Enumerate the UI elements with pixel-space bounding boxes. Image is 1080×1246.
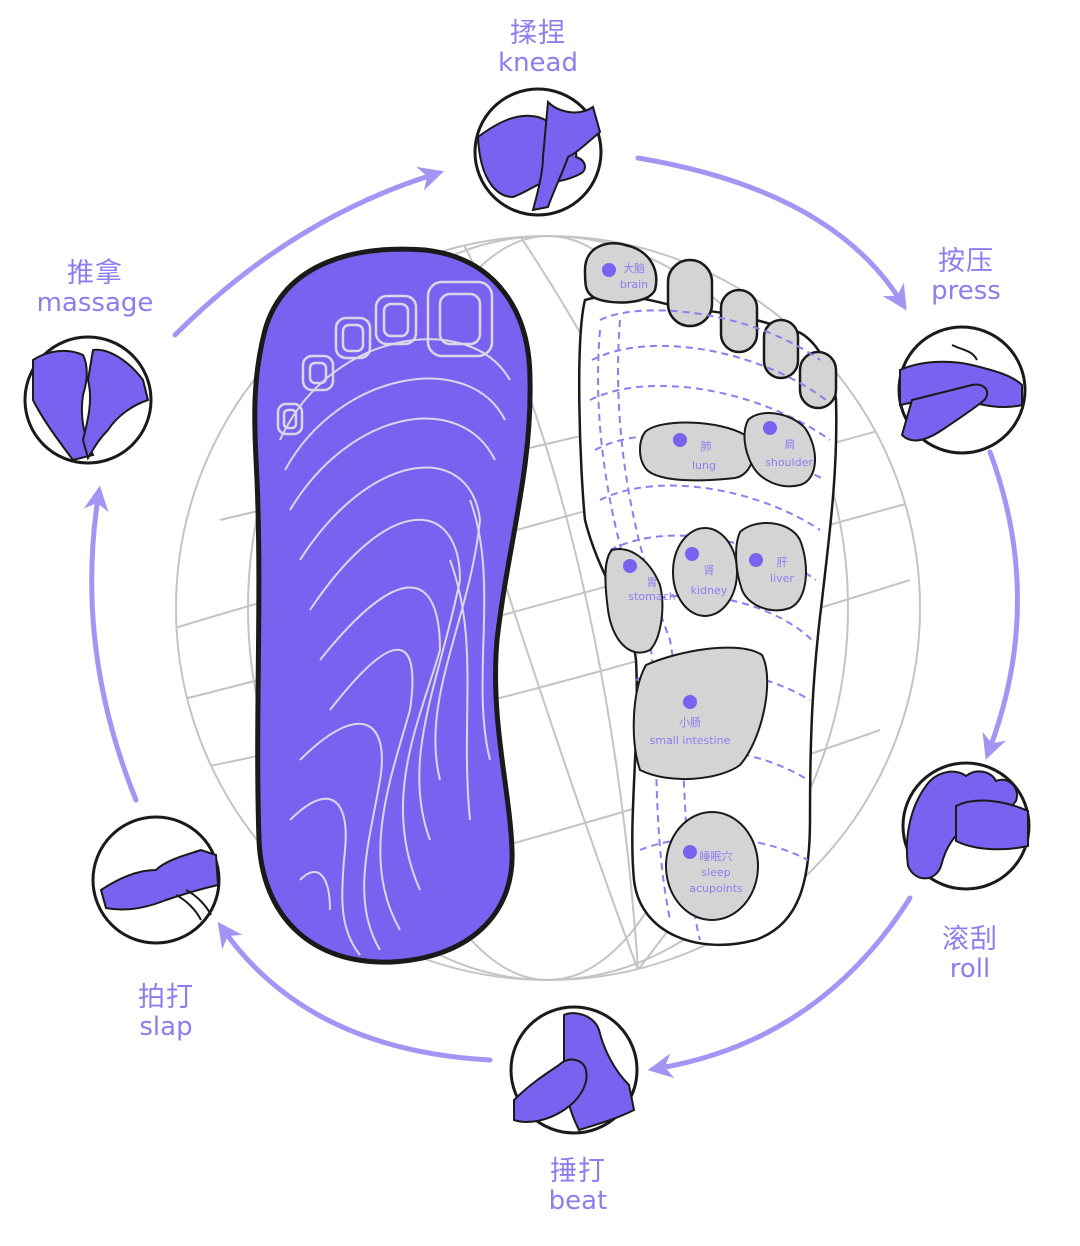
label-roll-en: roll (949, 954, 991, 985)
label-slap-en: slap (139, 1012, 193, 1043)
arrow-beat-to-slap (217, 921, 493, 1063)
reflex-points (602, 263, 777, 859)
zone-sleep-en2: acupoints (689, 882, 743, 895)
label-slap: 拍打 slap (106, 982, 226, 1043)
arrow-knead-to-press (635, 155, 907, 311)
label-massage-en: massage (36, 288, 154, 319)
hand-beat-icon (509, 1005, 639, 1135)
label-press-en: press (931, 276, 1001, 307)
label-beat-en: beat (548, 1186, 608, 1217)
zone-intestine-en: small intestine (650, 734, 731, 747)
label-knead: 揉捏 knead (478, 18, 598, 79)
zone-shoulder-en: shoulder (765, 456, 813, 469)
zone-lung-zh: 肺 (701, 440, 712, 453)
zone-liver-en: liver (770, 572, 794, 585)
foot-right: 大脑 brain 肺 lung 肩 shoulder 胃 stomach 肾 k… (577, 242, 838, 947)
zone-kidney-zh: 肾 (704, 564, 715, 577)
zone-liver-zh: 肝 (777, 556, 788, 569)
zone-kidney-en: kidney (691, 584, 728, 597)
zone-stomach-zh: 胃 (647, 576, 658, 589)
hand-press-icon (897, 325, 1027, 455)
arrow-slap-to-massage (83, 485, 139, 803)
label-roll-zh: 滚刮 (942, 924, 998, 955)
label-roll: 滚刮 roll (910, 924, 1030, 985)
label-massage-zh: 推拿 (67, 258, 123, 289)
zone-sleep-en: sleep (701, 866, 730, 879)
zone-stomach-en: stomach (628, 590, 675, 603)
hand-massage-icon (23, 335, 153, 465)
label-beat-zh: 捶打 (550, 1156, 606, 1187)
label-press-zh: 按压 (938, 246, 994, 277)
label-knead-en: knead (498, 48, 578, 79)
arrow-press-to-roll (982, 449, 1020, 760)
label-massage: 推拿 massage (20, 258, 170, 319)
zone-sleep-zh: 睡眠穴 (700, 849, 733, 863)
label-press: 按压 press (906, 246, 1026, 307)
zone-intestine-zh: 小肠 (679, 716, 701, 729)
zone-shoulder-zh: 肩 (785, 437, 796, 451)
zone-brain-zh: 大脑 (623, 261, 645, 275)
insole-left (252, 246, 533, 965)
zone-brain-en: brain (620, 278, 648, 291)
zone-lung-en: lung (692, 459, 716, 472)
hand-knead-icon (473, 87, 603, 217)
hand-slap-icon (91, 815, 221, 945)
arrow-massage-to-knead (172, 166, 444, 338)
label-slap-zh: 拍打 (138, 982, 194, 1013)
label-beat: 捶打 beat (518, 1156, 638, 1217)
hand-roll-icon (901, 761, 1031, 891)
arrow-roll-to-beat (647, 895, 913, 1079)
label-knead-zh: 揉捏 (510, 18, 566, 49)
cycle-arrows (83, 155, 1020, 1079)
